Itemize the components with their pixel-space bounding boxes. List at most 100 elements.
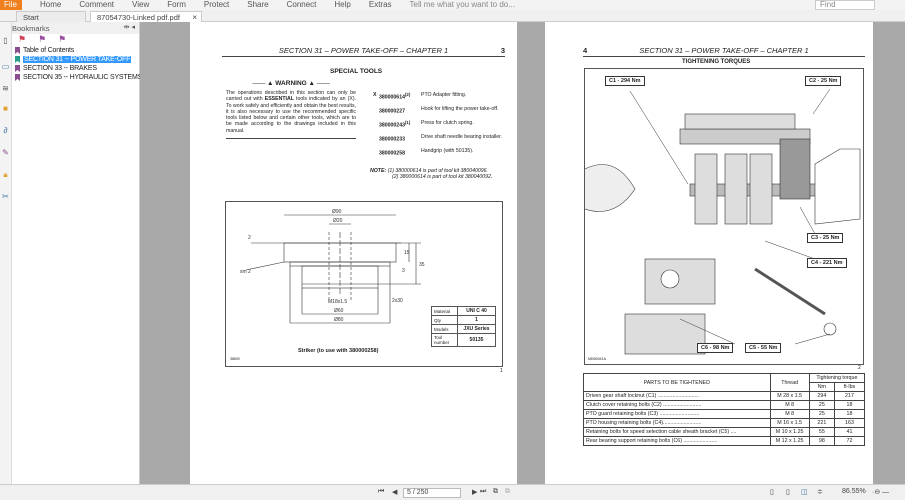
menu-view[interactable]: View [132,0,150,9]
menu-protect[interactable]: Protect [203,0,230,9]
table-cell: 18 [833,409,866,419]
bookmark-label: SECTION 31 -- POWER TAKE-OFF [23,56,132,63]
pto-assembly-drawing [585,88,861,355]
tool-drawing: Ø90 Ø20 2 15 35 3 sm 2 2x30 M18x1.5 Ø60 … [225,201,503,367]
warning-heading: —— ▲ WARNING ▲ —— [226,80,356,87]
bookmark-properties-icon[interactable]: ⚑ [58,34,67,44]
comments-icon[interactable]: ■ [3,104,8,113]
first-page-button[interactable]: ⏮ [378,488,385,495]
menu-home[interactable]: Home [40,0,62,9]
table-row: PTO housing retaining bolts (C4)........… [583,418,866,428]
dim-label: M18x1.5 [328,299,347,305]
next-page-button[interactable]: ▶ [472,489,478,496]
attachment-icon[interactable]: ∂ [3,126,8,135]
tool-description: Hook for lifting the power take-off. [421,106,499,113]
tab-start[interactable]: Start [16,11,86,22]
warning-text: The operations described in this section… [226,90,356,140]
tab-document[interactable]: 87054730-Linked pdf.pdf× [90,11,202,22]
tool-row: 380000227 Hook for lifting the power take… [373,106,508,115]
column-header: Tightening torque [808,373,866,383]
bookmark-table-of-contents[interactable]: Table of Contents [12,46,139,55]
menu-comment[interactable]: Comment [79,0,115,9]
dim-label: 2 [248,235,251,241]
bookmark-toolbar: ⚑ ⚑ ⚑ [12,34,139,46]
figure-number: 1 [500,368,503,374]
tool-row: 380000243(1)Press for clutch spring. [373,120,508,129]
menu-share[interactable]: Share [247,0,269,9]
menu-form[interactable]: Form [167,0,186,9]
stack-icon[interactable]: ≋ [2,84,9,93]
callout-c2: C2 - 25 Nm [805,76,842,86]
table-cell: 18 [833,400,866,410]
drawing-code: 38809 [230,357,240,361]
section-title: SPECIAL TOOLS [330,68,383,75]
bookmark-label: Table of Contents [23,47,75,54]
signature-icon[interactable]: ✎ [2,148,9,157]
bookmark-section-35[interactable]: SECTION 35 -- HYDRAULIC SYSTEMS [12,73,142,82]
next-view-icon[interactable]: ⧉ [505,488,510,495]
tool-code-text: 380000614 [379,94,405,101]
tool-code: 380000233 [379,134,421,143]
layers-icon[interactable]: ▭ [1,62,10,71]
collapse-panel-icon[interactable]: ⇹ ◂ [123,24,135,31]
warning-icon: ▲ —— [306,80,330,87]
continuous-facing-icon[interactable]: ≑ [817,489,823,496]
single-page-icon[interactable]: ▯ [770,489,774,496]
zoom-out-button[interactable]: ·⊖ — [872,489,890,496]
tell-me-input[interactable]: Tell me what you want to do... [409,0,515,9]
menu-bar: File Home Comment View Form Protect Shar… [0,0,905,10]
info-value: UNI C 40 [457,306,496,316]
find-input[interactable]: Find [815,0,875,10]
menu-extras[interactable]: Extras [368,0,392,9]
menu-help[interactable]: Help [334,0,351,9]
add-bookmark-icon[interactable]: ⚑ [38,34,47,44]
drawing-caption: Striker (to use with 380000258) [298,348,379,354]
left-tool-strip: ▯ ▭ ≋ ■ ∂ ✎ 🔒︎ ✂ [0,22,12,484]
document-viewer[interactable]: SECTION 31 – POWER TAKE-OFF – CHAPTER 1 3… [140,22,905,484]
status-bar: ⏮ ◀ 5 / 250 ▶ ⏭ ⧉ ⧉ ▯ ▯ ◫ ≑ 86.55% ·⊖ — [0,484,905,500]
bookmark-section-33[interactable]: SECTION 33 -- BRAKES [12,64,139,73]
page-thumbnail-icon[interactable]: ▯ [3,36,8,45]
continuous-page-icon[interactable]: ▯ [786,489,790,496]
warning-label: WARNING [275,80,307,87]
bookmark-icon [15,56,20,63]
previous-page-button[interactable]: ◀ [392,489,398,496]
previous-view-icon[interactable]: ⧉ [493,488,498,495]
tool-code-text: 380000258 [379,150,405,157]
facing-pages-icon[interactable]: ◫ [801,489,808,496]
notes: NOTE: (1) 380000614 is part of tool kit … [370,168,492,181]
menu-connect[interactable]: Connect [286,0,317,9]
last-page-button[interactable]: ⏭ [480,488,487,495]
note-1: (1) 380000614 is part of tool kit 380040… [387,168,488,174]
tool-description: PTO Adapter fitting. [421,92,467,98]
delete-bookmark-icon[interactable]: ⚑ [18,34,27,44]
zoom-level[interactable]: 86.55% [842,488,866,495]
table-row: Rear bearing support retaining bolts (C6… [583,436,866,446]
page-number-input[interactable]: 5 / 250 [403,488,461,498]
bookmark-icon [15,65,20,72]
info-label: Qty [431,315,458,325]
info-label: Models [431,324,458,334]
menu-file[interactable]: File [0,0,22,10]
tool-code-text: 380000227 [379,108,405,115]
header-text: SECTION 31 – POWER TAKE-OFF – CHAPTER 1 [639,46,809,55]
info-value: 1 [457,315,496,325]
table-cell: M 8 [769,409,810,419]
close-icon[interactable]: × [192,13,197,22]
bookmark-section-31[interactable]: SECTION 31 -- POWER TAKE-OFF [12,55,139,64]
security-icon[interactable]: ✂ [2,192,9,201]
lock-icon[interactable]: 🔒︎ [3,170,8,179]
tool-code: 380000258 [379,148,421,157]
table-cell: PTO housing retaining bolts (C4)........… [583,418,771,428]
bookmark-icon [15,47,20,54]
tool-description: Drive shaft needle bearing installer. [421,134,503,141]
dim-label: sm 2 [240,269,251,275]
table-cell: M 8 [769,400,810,410]
